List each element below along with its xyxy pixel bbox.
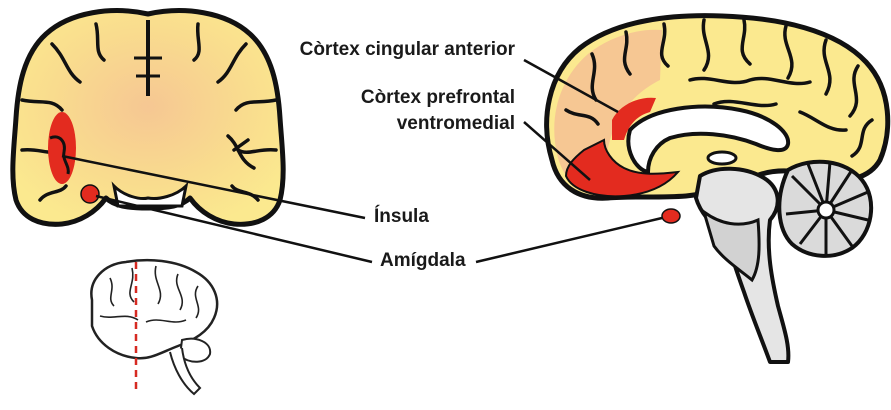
label-anterior-cingulate-cortex: Còrtex cingular anterior	[300, 40, 515, 59]
label-insula: Ínsula	[374, 207, 429, 226]
amygdala-highlight-sagittal	[662, 209, 680, 223]
sagittal-brain-section	[547, 16, 888, 362]
label-vmpfc-line2: ventromedial	[397, 114, 515, 133]
label-amygdala: Amígdala	[380, 251, 466, 270]
insula-highlight	[48, 112, 76, 184]
label-vmpfc-line1: Còrtex prefrontal	[361, 88, 515, 107]
orientation-brain-icon	[91, 260, 217, 394]
amygdala-highlight-coronal	[81, 185, 99, 203]
amygdala-leader-line-right	[476, 218, 662, 262]
